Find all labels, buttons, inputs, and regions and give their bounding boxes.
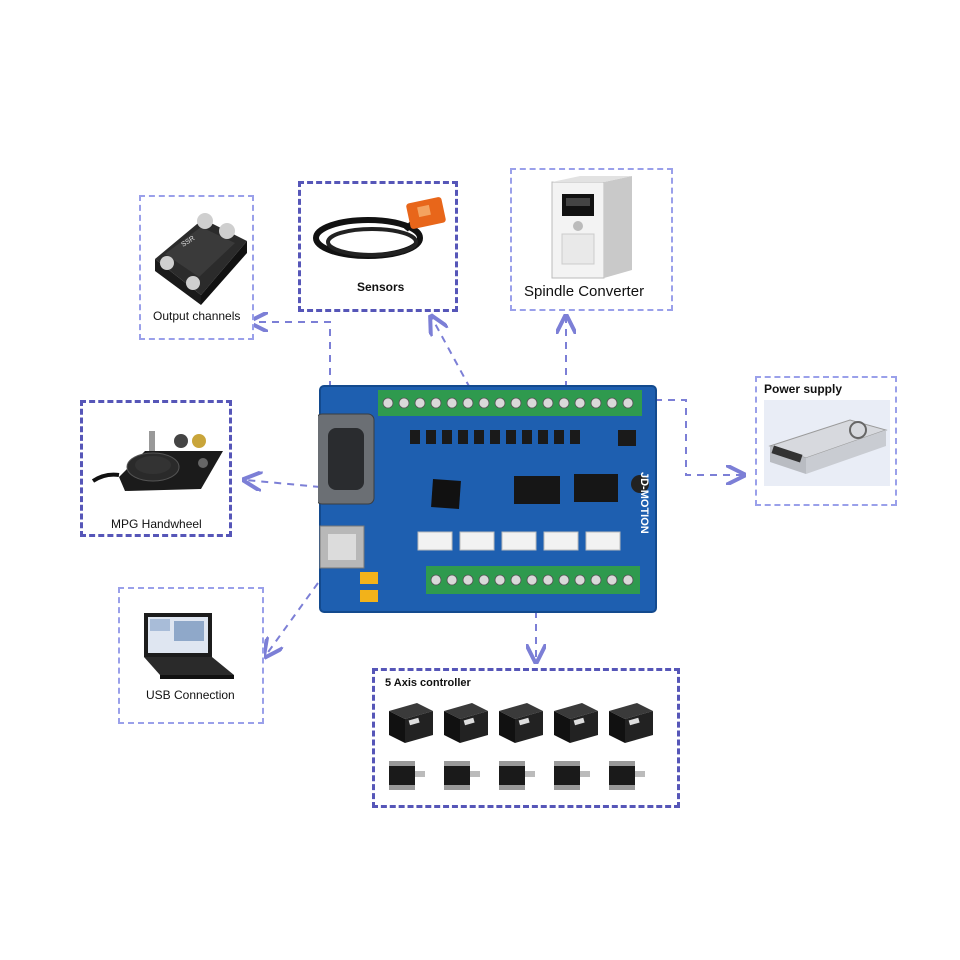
stepper-driver-icon <box>554 703 598 743</box>
arrow-output-channels <box>252 322 331 388</box>
power-supply-label: Power supply <box>764 382 843 396</box>
laptop-icon <box>144 613 234 679</box>
handwheel-pendant-icon <box>91 431 223 491</box>
spindle-converter-box: Spindle Converter <box>510 168 673 311</box>
arrow-usb <box>266 582 319 655</box>
stepper-motor-icon <box>499 761 535 790</box>
mpg-handwheel-label: MPG Handwheel <box>111 517 202 531</box>
mcu-chip <box>431 479 461 509</box>
motion-control-board: JD-MOTION <box>318 385 657 613</box>
stepper-motor-icon <box>554 761 590 790</box>
ic-chip <box>574 474 618 502</box>
capacitor <box>631 475 649 493</box>
power-supply-icon <box>764 400 890 486</box>
stepper-driver-icon <box>499 703 543 743</box>
power-supply-box: Power supply <box>755 376 897 506</box>
ic-chip <box>514 476 560 504</box>
stepper-driver-icon <box>444 703 488 743</box>
proximity-sensor-icon <box>313 197 446 259</box>
arrow-power <box>655 399 742 475</box>
axis-controller-label: 5 Axis controller <box>385 677 471 689</box>
vfd-inverter-icon <box>551 176 632 279</box>
sensors-box: Sensors <box>298 181 458 312</box>
stepper-drivers-and-motors <box>389 703 653 790</box>
usb-connection-label: USB Connection <box>146 688 235 702</box>
output-channels-box: SSR Output channels <box>139 195 254 340</box>
axis-controller-box: 5 Axis controller <box>372 668 680 808</box>
mpg-handwheel-box: MPG Handwheel <box>80 400 232 537</box>
stepper-driver-icon <box>609 703 653 743</box>
usb-connection-box: USB Connection <box>118 587 264 724</box>
solid-state-relay-icon: SSR <box>155 213 247 305</box>
stepper-motor-icon <box>609 761 645 790</box>
output-channels-label: Output channels <box>153 309 241 323</box>
stepper-motor-icon <box>389 761 425 790</box>
arrow-sensors <box>432 318 471 389</box>
stepper-driver-icon <box>389 703 433 743</box>
board-label: JD-MOTION <box>638 472 650 534</box>
stepper-motor-icon <box>444 761 480 790</box>
arrow-mpg <box>246 480 321 487</box>
sensors-label: Sensors <box>357 280 405 294</box>
spindle-converter-label: Spindle Converter <box>524 283 645 300</box>
